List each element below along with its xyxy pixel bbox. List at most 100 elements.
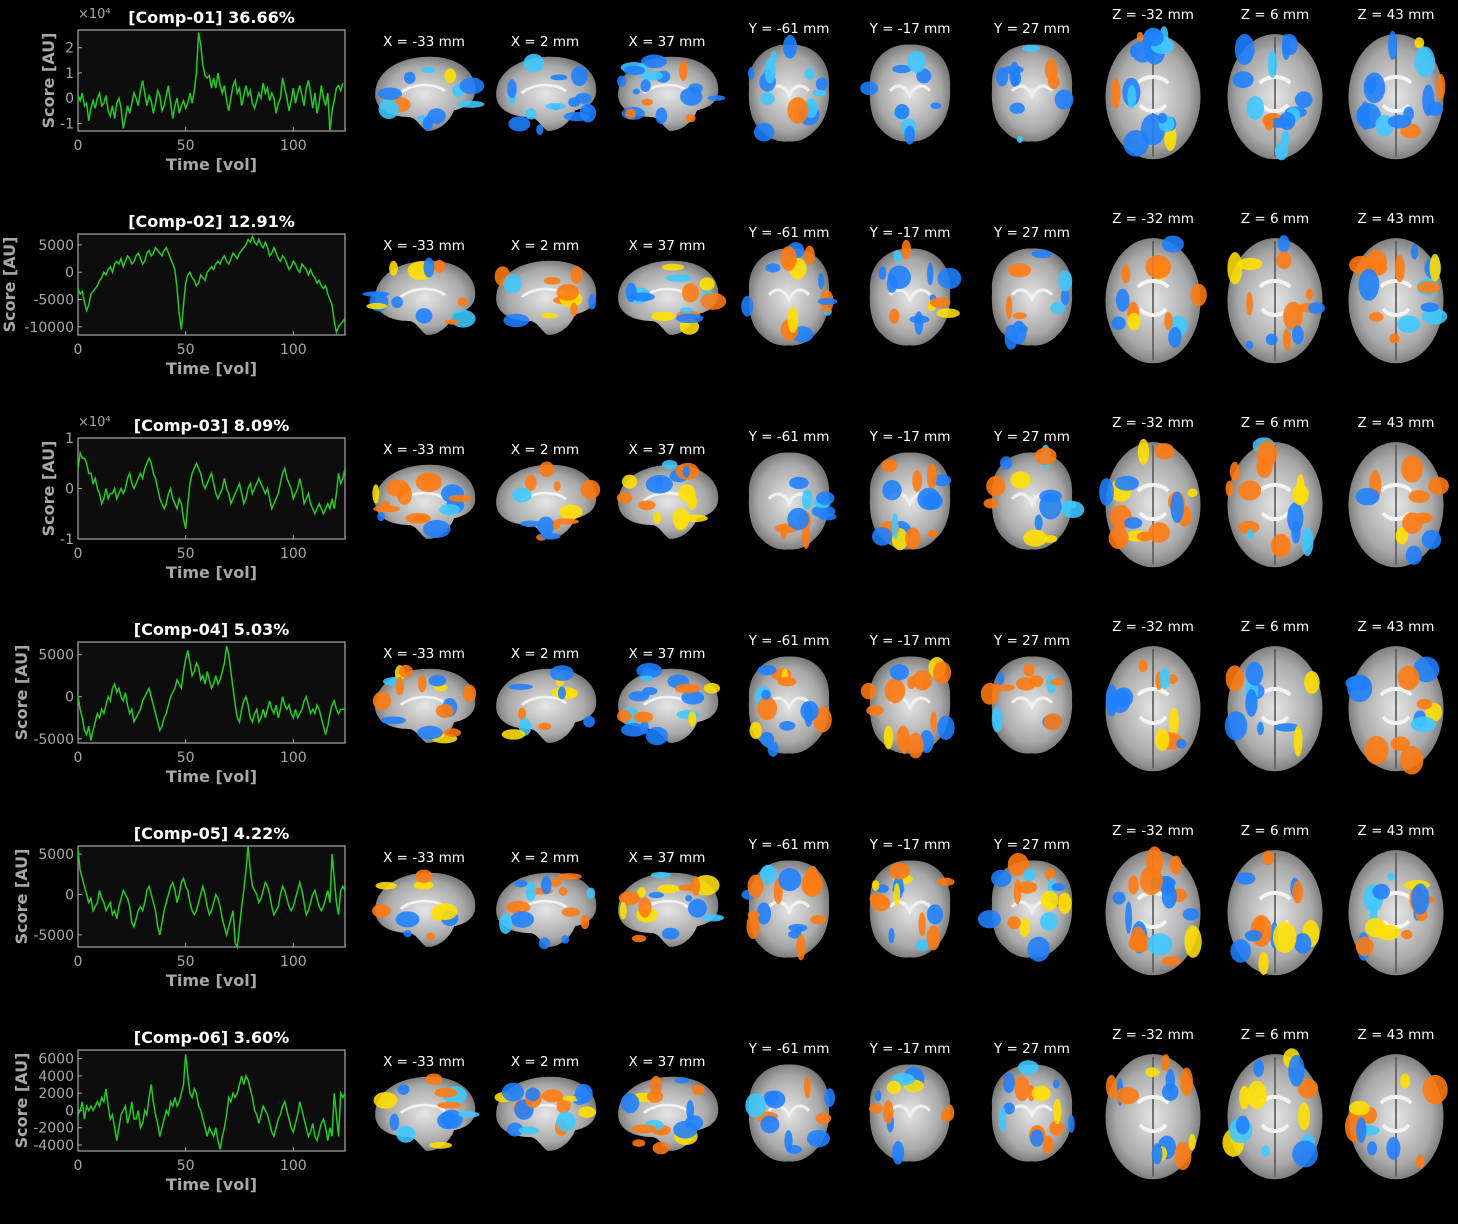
activation-blob: [894, 104, 910, 120]
activation-blob: [812, 89, 827, 97]
activation-blob: [549, 878, 562, 887]
y-tick-label: -2000: [33, 1121, 74, 1137]
brain-slice-axl: [1224, 646, 1323, 772]
plot-frame: [77, 845, 346, 948]
activation-blob: [1278, 111, 1296, 131]
activation-blob: [632, 88, 640, 95]
x-tick-label: 50: [177, 138, 195, 154]
activation-blob: [549, 665, 574, 681]
activation-blob: [936, 308, 960, 319]
activation-blob: [1411, 883, 1430, 915]
activation-blob: [886, 1080, 902, 1095]
brain-slice-sag: [618, 871, 725, 947]
activation-blob: [1174, 1141, 1192, 1171]
activation-blob: [640, 675, 654, 682]
activation-blob: [513, 880, 528, 888]
activation-blob: [866, 705, 884, 716]
activation-blob: [556, 873, 582, 880]
x-tick-label: 0: [74, 750, 83, 766]
activation-blob: [749, 721, 762, 739]
activation-blob: [641, 54, 667, 69]
activation-blob: [1023, 529, 1048, 547]
activation-blob: [1301, 527, 1314, 557]
activation-blob: [1019, 917, 1030, 938]
activation-blob: [904, 125, 915, 145]
activation-blob: [501, 1082, 525, 1102]
slice-label: Z = 43 mm: [1357, 211, 1435, 227]
activation-blob: [806, 868, 813, 880]
brain-slice-sag: [617, 54, 726, 131]
x-tick-label: 0: [74, 1158, 83, 1174]
activation-blob: [673, 1120, 698, 1139]
activation-blob: [757, 696, 778, 721]
activation-blob: [395, 676, 405, 696]
slice-label: Y = 27 mm: [994, 1041, 1070, 1057]
y-tick-label: 5000: [38, 238, 74, 254]
activation-blob: [1014, 1075, 1030, 1102]
brain-slice-cor: [860, 44, 951, 145]
activation-blob: [457, 297, 468, 307]
activation-blob: [1169, 855, 1182, 875]
activation-blob: [778, 867, 802, 892]
activation-blob: [912, 469, 923, 492]
activation-blob: [917, 487, 941, 511]
activation-blob: [876, 884, 889, 894]
x-axis-label: Time [vol]: [166, 1175, 257, 1194]
activation-blob: [893, 883, 901, 907]
activation-blob: [1291, 325, 1304, 345]
activation-blob: [539, 461, 555, 478]
activation-blob: [1016, 881, 1038, 894]
slice-label: X = 37 mm: [628, 646, 706, 662]
activation-blob: [1306, 288, 1314, 301]
activation-blob: [616, 492, 633, 504]
activation-blob: [692, 1084, 705, 1096]
activation-blob: [373, 505, 400, 513]
activation-blob: [633, 711, 654, 723]
activation-blob: [1247, 1080, 1267, 1110]
activation-blob: [641, 98, 653, 106]
activation-blob: [1002, 1072, 1015, 1094]
activation-blob: [1040, 890, 1059, 911]
brain-slice-axl: [1227, 235, 1325, 364]
activation-blob: [1277, 235, 1290, 253]
activation-blob: [1115, 288, 1130, 312]
activation-blob: [1043, 713, 1063, 731]
y-axis-label: Score [AU]: [39, 441, 58, 537]
activation-blob: [448, 494, 472, 502]
activation-blob: [1005, 296, 1013, 320]
y-tick-label: 5000: [38, 648, 74, 664]
activation-blob: [508, 116, 531, 132]
slice-label: X = 2 mm: [510, 34, 580, 50]
slice-label: Y = -61 mm: [748, 225, 830, 241]
activation-blob: [556, 284, 579, 301]
activation-blob: [1416, 698, 1433, 710]
activation-blob: [1125, 901, 1133, 934]
activation-blob: [541, 1089, 564, 1103]
activation-blob: [620, 1093, 640, 1114]
activation-blob: [909, 315, 930, 324]
activation-blob: [580, 914, 590, 930]
activation-blob: [685, 895, 693, 902]
activation-blob: [940, 1109, 951, 1122]
activation-blob: [1154, 443, 1175, 460]
brain-slice-cor: [748, 656, 832, 757]
activation-blob: [1039, 489, 1062, 503]
activation-blob: [986, 475, 1006, 497]
activation-blob: [1417, 281, 1440, 294]
activation-blob: [1016, 136, 1023, 144]
activation-blob: [437, 1101, 462, 1109]
y-tick-label: 0: [65, 482, 74, 498]
activation-blob: [657, 884, 680, 894]
activation-blob: [1415, 1154, 1425, 1169]
activation-blob: [1428, 476, 1449, 495]
activation-blob: [632, 1139, 646, 1147]
activation-blob: [1011, 320, 1027, 345]
y-tick-label: 0: [65, 265, 74, 281]
activation-blob: [1127, 85, 1137, 109]
activation-blob: [1227, 252, 1243, 285]
plot-title: [Comp-03] 8.09%: [133, 416, 290, 435]
activation-blob: [889, 308, 900, 324]
brain-slice-axl: [1099, 438, 1201, 568]
activation-blob: [1003, 1102, 1015, 1115]
